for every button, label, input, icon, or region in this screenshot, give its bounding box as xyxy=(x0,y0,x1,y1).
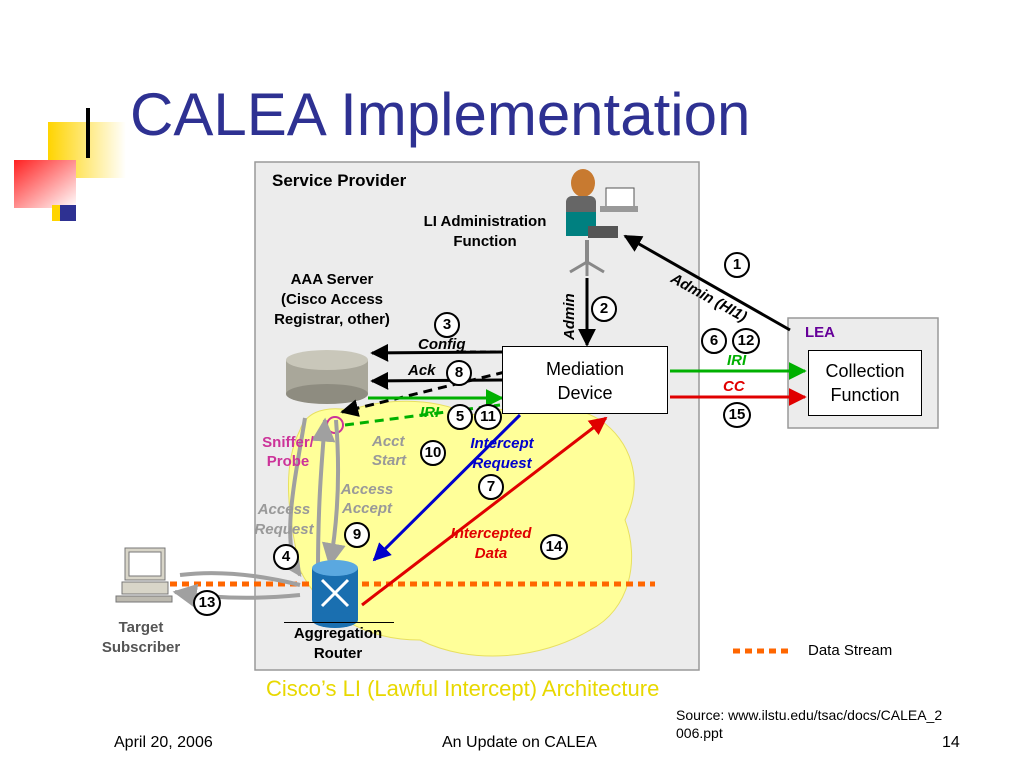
access-request-line2: Request xyxy=(254,521,314,538)
step-5-badge: 5 xyxy=(447,404,473,430)
aaa-server-icon xyxy=(286,350,368,404)
step-2-badge: 2 xyxy=(591,296,617,322)
cc-label: CC xyxy=(723,378,745,395)
step-6-badge: 6 xyxy=(701,328,727,354)
service-provider-label: Service Provider xyxy=(272,171,407,190)
admin-label: Admin xyxy=(561,293,578,340)
intercepted-data-line2: Data xyxy=(474,545,508,562)
sniffer-label-line2: Probe xyxy=(266,453,310,470)
target-subscriber-computer-icon xyxy=(115,547,173,603)
intercept-request-label: Intercept Request xyxy=(460,434,544,474)
step-3-badge: 3 xyxy=(434,312,460,338)
step-7-badge: 7 xyxy=(478,474,504,500)
iri-label: IRI xyxy=(420,404,440,421)
acct-start-line2: Start xyxy=(372,452,407,469)
li-admin-label-line2: Function xyxy=(453,233,517,250)
access-accept-line2: Accept xyxy=(341,500,393,517)
intercept-request-line1: Intercept xyxy=(470,435,534,452)
collection-function-box: Collection Function xyxy=(808,350,922,416)
sniffer-label-line1: Sniffer/ xyxy=(262,434,314,451)
li-admin-person-icon xyxy=(566,169,638,276)
intercepted-data-line1: Intercepted xyxy=(450,525,532,542)
config-label: Config xyxy=(418,336,466,353)
slide-decoration xyxy=(14,108,126,221)
intercept-request-line2: Request xyxy=(472,455,532,472)
footer-title: An Update on CALEA xyxy=(442,734,597,751)
step-12-badge: 12 xyxy=(732,328,760,354)
access-accept-label: Access Accept xyxy=(332,480,402,518)
mediation-label-line1: Mediation xyxy=(545,359,625,379)
access-accept-line1: Access xyxy=(340,481,394,498)
ack-label: Ack xyxy=(408,362,436,379)
acct-start-line1: Acct xyxy=(372,433,405,450)
target-subscriber-label: Target Subscriber xyxy=(84,618,198,658)
footer-source: Source: www.ilstu.edu/tsac/docs/CALEA_20… xyxy=(676,707,943,741)
step-1-badge: 1 xyxy=(724,252,750,278)
lea-label: LEA xyxy=(805,324,835,341)
step-15-badge: 15 xyxy=(723,402,751,428)
access-request-line1: Access xyxy=(257,501,311,518)
li-admin-label-line1: LI Administration xyxy=(423,213,547,230)
step-13-badge: 13 xyxy=(193,590,221,616)
router-label-divider xyxy=(284,622,394,623)
target-label-line1: Target xyxy=(118,619,164,636)
footer-date: April 20, 2006 xyxy=(114,734,213,751)
intercepted-data-label: Intercepted Data xyxy=(440,524,542,564)
legend-data-stream-label: Data Stream xyxy=(808,642,893,659)
aaa-server-label-line1: AAA Server xyxy=(290,271,374,288)
step-11-badge: 11 xyxy=(474,404,502,430)
diagram-caption: Cisco’s LI (Lawful Intercept) Architectu… xyxy=(266,676,660,701)
page-number: 14 xyxy=(942,734,960,751)
slide-title: CALEA Implementation xyxy=(130,81,751,148)
step-10-badge: 10 xyxy=(420,440,446,466)
mediation-device-box: Mediation Device xyxy=(502,346,668,414)
step-8-badge: 8 xyxy=(446,360,472,386)
access-request-label: Access Request xyxy=(248,500,320,540)
acct-start-label: Acct Start xyxy=(372,432,406,470)
router-label-line2: Router xyxy=(313,645,363,662)
target-label-line2: Subscriber xyxy=(101,639,181,656)
aaa-server-label: AAA Server (Cisco Access Registrar, othe… xyxy=(252,270,412,330)
collection-label-line2: Function xyxy=(830,385,900,405)
aaa-server-label-line2: (Cisco Access xyxy=(281,291,383,308)
collection-label-line1: Collection xyxy=(825,361,905,381)
aaa-server-label-line3: Registrar, other) xyxy=(274,311,390,328)
aggregation-router-icon xyxy=(312,560,358,628)
aggregation-router-label: Aggregation Router xyxy=(278,624,398,664)
step-9-badge: 9 xyxy=(344,522,370,548)
li-admin-label: LI Administration Function xyxy=(405,212,565,252)
step-14-badge: 14 xyxy=(540,534,568,560)
iri-right-label: IRI xyxy=(727,352,747,369)
router-label-line1: Aggregation xyxy=(293,625,383,642)
step-4-badge: 4 xyxy=(273,544,299,570)
mediation-label-line2: Device xyxy=(557,383,613,403)
sniffer-probe-label: Sniffer/ Probe xyxy=(252,433,324,471)
